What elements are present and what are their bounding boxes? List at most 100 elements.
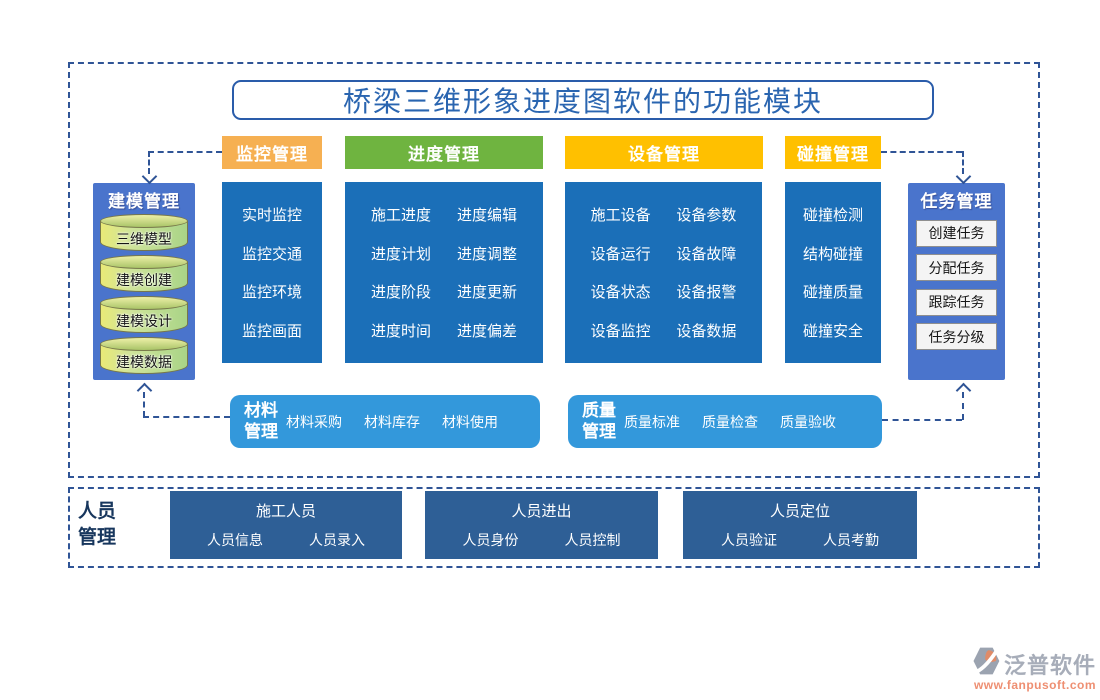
device-item: 设备参数 — [676, 206, 737, 224]
personnel-group-items: 人员验证 人员考勤 — [683, 530, 917, 550]
connector-monitor-to-modeling-v — [148, 151, 150, 174]
header-progress-management: 进度管理 — [345, 136, 543, 169]
personnel-group-title: 人员进出 — [511, 503, 572, 520]
quality-title-line1: 质量 — [582, 401, 616, 421]
material-item: 材料使用 — [442, 413, 498, 430]
personnel-item: 人员考勤 — [823, 532, 879, 548]
column-monitor: 实时监控 监控交通 监控环境 监控画面 — [222, 182, 322, 363]
personnel-dashed-frame — [68, 487, 1040, 568]
header-monitor-management: 监控管理 — [222, 136, 322, 169]
quality-management-box: 质量 管理 质量标准 质量检查 质量验收 — [568, 395, 882, 448]
device-item: 设备故障 — [676, 245, 737, 263]
cylinder-top — [100, 255, 188, 269]
device-row: 设备监控 设备数据 — [565, 320, 762, 341]
quality-items: 质量标准 质量检查 质量验收 — [624, 412, 836, 432]
personnel-item: 人员身份 — [462, 532, 519, 548]
task-item: 创建任务 — [916, 219, 997, 247]
progress-item: 进度编辑 — [456, 206, 517, 224]
personnel-management-label: 人员 管理 — [78, 499, 116, 550]
device-item: 施工设备 — [590, 206, 651, 224]
collision-item: 碰撞质量 — [802, 284, 863, 302]
device-row: 设备状态 设备报警 — [565, 281, 762, 302]
database-cylinder-icon: 建模数据 — [100, 337, 188, 374]
quality-item: 质量检查 — [702, 413, 758, 430]
material-item: 材料库存 — [364, 413, 420, 430]
material-title-line2: 管理 — [244, 421, 278, 441]
monitor-item: 监控交通 — [241, 245, 302, 263]
column-device: 施工设备 设备参数 设备运行 设备故障 设备状态 设备报警 设备监控 设备数据 — [565, 182, 762, 363]
collision-item: 结构碰撞 — [802, 245, 863, 263]
column-progress: 施工进度 进度编辑 进度计划 进度调整 进度阶段 进度更新 进度时间 进度偏差 — [345, 182, 543, 363]
modeling-management-box: 建模管理 三维模型 建模创建 建模设计 建模数据 — [93, 183, 195, 380]
connector-collision-to-task-v — [962, 151, 964, 174]
progress-item: 进度调整 — [456, 245, 517, 263]
material-title-line1: 材料 — [244, 401, 278, 421]
progress-row: 进度时间 进度偏差 — [345, 320, 543, 341]
task-item: 分配任务 — [916, 254, 997, 281]
material-item: 材料采购 — [286, 413, 342, 430]
progress-item: 进度更新 — [456, 284, 517, 302]
personnel-item: 人员信息 — [207, 532, 263, 548]
device-item: 设备运行 — [590, 245, 651, 263]
material-items: 材料采购 材料库存 材料使用 — [286, 412, 498, 432]
connector-material-to-modeling-h — [143, 416, 230, 418]
header-device-management: 设备管理 — [565, 136, 763, 169]
personnel-item: 人员控制 — [564, 532, 621, 548]
progress-item: 进度偏差 — [456, 323, 517, 341]
task-item: 任务分级 — [916, 323, 997, 350]
personnel-label-line1: 人员 — [78, 501, 117, 522]
logo-row: 泛普软件 — [946, 646, 1096, 681]
progress-item: 进度阶段 — [370, 284, 431, 302]
modeling-item: 建模创建 — [116, 272, 172, 288]
collision-item: 碰撞检测 — [802, 206, 863, 224]
modeling-item: 三维模型 — [116, 231, 172, 247]
device-row: 设备运行 设备故障 — [565, 243, 762, 264]
personnel-group-construction: 施工人员 人员信息 人员录入 — [170, 491, 402, 559]
personnel-group-title: 施工人员 — [255, 503, 316, 520]
header-collision-management: 碰撞管理 — [785, 136, 881, 169]
progress-item: 进度计划 — [370, 245, 431, 263]
connector-collision-to-task-h — [881, 151, 962, 153]
connector-quality-to-task-v — [962, 392, 964, 420]
progress-item: 进度时间 — [370, 323, 431, 341]
device-item: 设备监控 — [590, 323, 651, 341]
personnel-group-items: 人员信息 人员录入 — [170, 530, 402, 550]
monitor-item: 监控环境 — [241, 284, 302, 302]
device-item: 设备报警 — [676, 284, 737, 302]
quality-title-line2: 管理 — [582, 421, 616, 441]
personnel-item: 人员录入 — [309, 532, 365, 548]
database-cylinder-icon: 三维模型 — [100, 214, 188, 251]
vendor-url: www.fanpusoft.com — [973, 678, 1096, 692]
task-item: 跟踪任务 — [916, 288, 997, 316]
personnel-group-access: 人员进出 人员身份 人员控制 — [425, 491, 658, 559]
personnel-group-location: 人员定位 人员验证 人员考勤 — [683, 491, 917, 559]
database-cylinder-icon: 建模设计 — [100, 296, 188, 333]
personnel-group-title: 人员定位 — [769, 503, 830, 520]
database-cylinder-icon: 建模创建 — [100, 255, 188, 292]
device-item: 设备数据 — [676, 323, 737, 341]
device-row: 施工设备 设备参数 — [565, 204, 762, 225]
vendor-logo: 泛普软件 www.fanpusoft.com — [946, 646, 1096, 692]
quality-item: 质量验收 — [780, 413, 836, 430]
connector-quality-to-task-h — [882, 419, 962, 421]
material-management-box: 材料 管理 材料采购 材料库存 材料使用 — [230, 395, 540, 448]
vendor-name: 泛普软件 — [1003, 652, 1096, 678]
column-collision: 碰撞检测 结构碰撞 碰撞质量 碰撞安全 — [785, 182, 881, 363]
progress-row: 进度计划 进度调整 — [345, 243, 543, 264]
fanpu-logo-icon — [971, 646, 1001, 681]
quality-item: 质量标准 — [624, 413, 680, 430]
personnel-label-line2: 管理 — [78, 526, 117, 548]
task-title: 任务管理 — [920, 192, 993, 211]
monitor-item: 实时监控 — [241, 206, 302, 224]
quality-title: 质量 管理 — [582, 401, 616, 442]
progress-row: 进度阶段 进度更新 — [345, 281, 543, 302]
cylinder-top — [100, 214, 188, 228]
connector-material-to-modeling-v — [143, 392, 145, 417]
diagram-title: 桥梁三维形象进度图软件的功能模块 — [232, 80, 934, 120]
device-item: 设备状态 — [590, 284, 651, 302]
cylinder-top — [100, 296, 188, 310]
cylinder-top — [100, 337, 188, 351]
modeling-item: 建模设计 — [116, 313, 172, 329]
task-management-box: 任务管理 创建任务 分配任务 跟踪任务 任务分级 — [908, 183, 1005, 380]
